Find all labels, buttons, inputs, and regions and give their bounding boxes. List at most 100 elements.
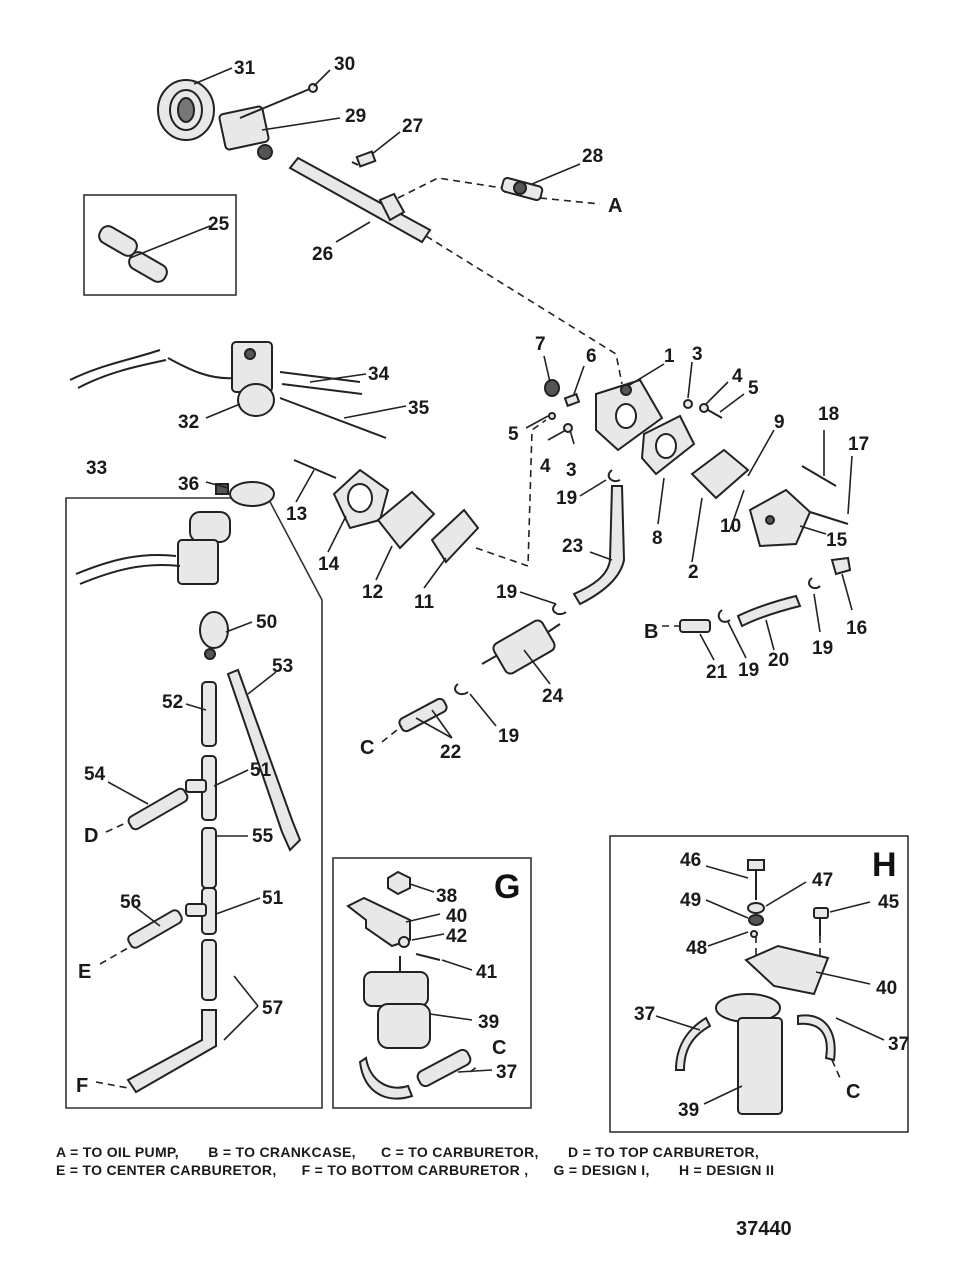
pump-cover-15 [748,488,812,548]
check-valve-7 [544,379,560,397]
grommet-31 [157,79,215,141]
callout-18: 18 [818,404,839,425]
callout-50: 50 [256,612,277,633]
callout-14: 14 [318,554,340,575]
callout-12: 12 [362,582,383,603]
leader-lines [107,67,885,1105]
gasket-8 [640,414,696,476]
callout-4-lower: 4 [540,456,551,477]
callout-4-upper: 4 [732,366,743,387]
callout-8: 8 [652,528,663,549]
fuel-filter-24 [481,619,561,675]
callout-45: 45 [878,892,900,913]
clip-19-lower [454,683,469,696]
callout-37-h-right: 37 [888,1034,909,1055]
callout-19-c: 19 [812,638,833,659]
callout-28: 28 [582,146,603,167]
callout-15: 15 [826,530,848,551]
fitting-28 [500,176,544,202]
callout-21: 21 [706,662,728,683]
callout-46: 46 [680,850,701,871]
legend-line-1: A = TO OIL PUMP, B = TO CRANKCASE, C = T… [56,1144,760,1160]
nut-38 [387,870,411,896]
callout-1: 1 [664,346,675,367]
callout-20: 20 [768,650,789,671]
callout-9: 9 [774,412,785,433]
fuel-enrichment-valve-29 [218,105,273,160]
callout-40-h: 40 [876,978,897,999]
callout-23: 23 [562,536,583,557]
callout-51-upper: 51 [250,760,272,781]
callout-35: 35 [408,398,430,419]
figure-number: 37440 [736,1218,792,1240]
screw-27 [351,150,377,168]
design-g-label: G [494,868,520,906]
design-g-frame [332,857,532,1109]
callout-41: 41 [476,962,498,983]
callout-39-h: 39 [678,1100,699,1121]
hose-52 [201,681,217,747]
callout-27: 27 [402,116,423,137]
screw-17 [809,511,849,525]
dest-b: B [644,621,658,643]
callout-19-d: 19 [738,660,759,681]
hose-35 [279,397,387,439]
callout-5-upper: 5 [748,378,759,399]
fuel-tube-26 [288,156,432,244]
callout-26: 26 [312,244,333,265]
filter-39-g [363,956,431,1049]
screw-45 [813,907,829,936]
callout-56: 56 [120,892,141,913]
callout-17: 17 [848,434,869,455]
callout-19-b: 19 [496,582,517,603]
screw-30 [239,83,318,119]
callout-22: 22 [440,742,461,763]
tee-51-bottom [185,887,217,935]
callout-labels: 31 30 29 27 28 25 26 34 32 35 33 36 13 1… [84,54,909,1121]
callout-29: 29 [345,106,366,127]
callout-55: 55 [252,826,274,847]
clip-19-right [717,577,821,623]
dest-c-g: C [492,1037,506,1059]
destination-labels: A B C D E F C C [76,195,860,1103]
electric-fuel-pump-32 [69,341,275,417]
callout-47: 47 [812,870,833,891]
bracket-40-h [744,944,830,996]
callout-40-g: 40 [446,906,467,927]
gasket-11 [430,508,480,564]
legend-line-2: E = TO CENTER CARBURETOR, F = TO BOTTOM … [56,1162,775,1178]
screws-18 [801,465,837,487]
electric-pump-33 [75,511,231,585]
hose-53 [226,668,302,852]
callout-49: 49 [680,890,701,911]
hose-37-g [358,1048,472,1100]
clamp-36 [215,481,275,507]
tee-51-top [185,755,217,821]
callout-5-lower: 5 [508,424,519,445]
dest-c-main: C [360,737,374,759]
callout-25: 25 [208,214,230,235]
dest-d: D [84,825,98,847]
callout-6: 6 [586,346,597,367]
callout-53: 53 [272,656,293,677]
hose-54 [127,787,189,831]
fitting-50 [199,611,229,660]
callout-34: 34 [368,364,390,385]
callout-24: 24 [542,686,564,707]
callout-10: 10 [720,516,741,537]
callout-7: 7 [535,334,546,355]
callout-32: 32 [178,412,199,433]
callout-30: 30 [334,54,355,75]
dest-e: E [78,961,91,983]
spring-6 [563,392,581,408]
dest-c-h: C [846,1081,860,1103]
flow-lines [95,177,841,1089]
connectors-25 [98,225,168,283]
washers-47-49-48 [747,902,765,938]
callout-57: 57 [262,998,283,1019]
hose-22 [398,697,448,733]
callout-37-h-left: 37 [634,1004,655,1025]
clip-19-mid [552,603,567,616]
inset-frame-25 [83,194,237,296]
